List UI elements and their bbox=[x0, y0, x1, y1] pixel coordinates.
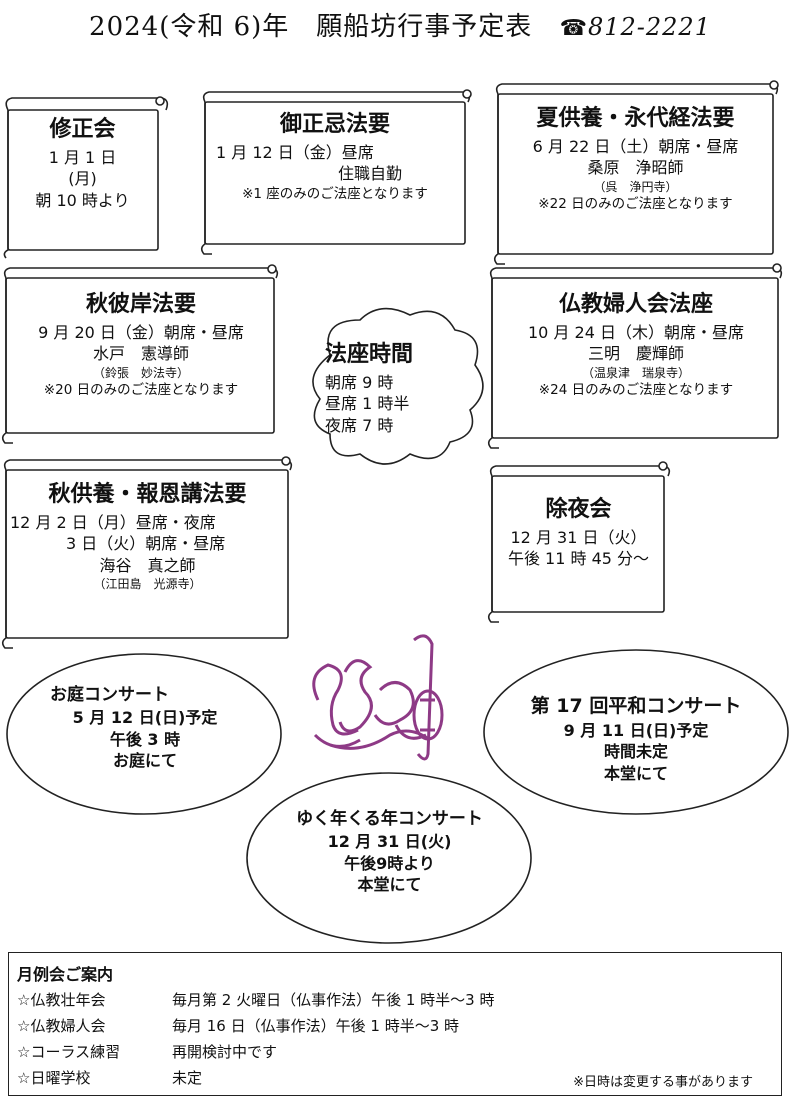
event-title: 夏供養・永代経法要 bbox=[536, 106, 735, 131]
scroll-frame-fujinkai bbox=[487, 263, 783, 449]
concert-time: 午後9時より bbox=[344, 853, 435, 873]
event-note: ※1 座のみのご法座となります bbox=[242, 185, 428, 202]
monthly-row: ☆日曜学校 未定 bbox=[17, 1067, 202, 1088]
event-temple: （江田島 光源寺） bbox=[93, 577, 202, 592]
event-temple: （温泉津 瑞泉寺） bbox=[581, 365, 690, 380]
monthly-row-detail: 再開検討中です bbox=[172, 1043, 278, 1061]
hoza-title: 法座時間 bbox=[325, 342, 414, 367]
phone-icon: ☎ bbox=[559, 16, 588, 41]
concert-place: お庭にて bbox=[112, 751, 177, 771]
event-goshoki: 御正忌法要 1 月 12 日（金）昼席 住職自勤 ※1 座のみのご法座となります bbox=[210, 110, 460, 203]
scroll-frame-goshoki bbox=[200, 89, 472, 255]
event-temple: （鈴張 妙法寺） bbox=[92, 365, 189, 380]
event-officiant: 住職自勤 bbox=[337, 164, 402, 184]
ellipse-yukutoshi bbox=[246, 772, 532, 944]
event-weekday: (月) bbox=[68, 169, 97, 189]
monthly-row-name: ☆コーラス練習 bbox=[17, 1043, 121, 1061]
monthly-title: 月例会ご案内 bbox=[17, 965, 114, 984]
monthly-row-detail: 毎月第 2 火曜日（仏事作法）午後 1 時半～3 時 bbox=[172, 991, 495, 1009]
monthly-note: ※日時は変更する事があります bbox=[573, 1075, 753, 1090]
event-date: 6 月 22 日（土）朝席・昼席 bbox=[532, 136, 739, 156]
concert-date: 12 月 31 日(火) bbox=[327, 831, 452, 851]
event-title: 御正忌法要 bbox=[279, 112, 390, 137]
event-title: 仏教婦人会法座 bbox=[558, 292, 713, 317]
monthly-row-name: ☆日曜学校 bbox=[17, 1069, 91, 1087]
concert-niwa: お庭コンサート 5 月 12 日(日)予定 午後 3 時 お庭にて bbox=[30, 684, 260, 772]
monthly-row-name: ☆仏教婦人会 bbox=[17, 1017, 106, 1035]
hoza-afternoon: 昼席 1 時半 bbox=[325, 394, 410, 414]
hoza-evening: 夜席 7 時 bbox=[325, 415, 394, 435]
concert-time: 午後 3 時 bbox=[109, 729, 181, 749]
event-date-2: 3 日（火）朝席・昼席 bbox=[66, 534, 226, 554]
event-hoon: 秋供養・報恩講法要 12 月 2 日（月）昼席・夜席 3 日（火）朝席・昼席 海… bbox=[10, 480, 285, 593]
concert-place: 本堂にて bbox=[603, 763, 668, 783]
scroll-frame-hoon bbox=[1, 456, 293, 649]
monthly-row: ☆コーラス練習 再開検討中です bbox=[17, 1041, 277, 1062]
event-date-1: 12 月 2 日（月）昼席・夜席 bbox=[10, 512, 216, 532]
event-note: ※20 日のみのご法座となります bbox=[43, 382, 239, 399]
ellipse-heiwa bbox=[483, 649, 789, 815]
cloud-shape bbox=[312, 307, 484, 465]
scroll-frame-natsu bbox=[493, 80, 779, 265]
event-shusho: 修正会 1 月 1 日 (月) 朝 10 時より bbox=[20, 115, 145, 211]
event-date: 10 月 24 日（木）朝席・昼席 bbox=[528, 322, 744, 342]
event-speaker: 水戸 憲導師 bbox=[92, 344, 189, 364]
monthly-row: ☆仏教婦人会 毎月 16 日（仏事作法）午後 1 時半～3 時 bbox=[17, 1015, 459, 1036]
event-time: 朝 10 時より bbox=[35, 190, 130, 210]
hoza-morning: 朝席 9 時 bbox=[325, 372, 394, 392]
scroll-frame-shusho bbox=[3, 96, 169, 259]
event-title: 除夜会 bbox=[545, 497, 612, 522]
event-date: 1 月 12 日（金）昼席 bbox=[216, 142, 374, 162]
concert-place: 本堂にて bbox=[357, 875, 422, 895]
event-date: 1 月 1 日 bbox=[48, 147, 117, 167]
hoza-times: 法座時間 朝席 9 時 昼席 1 時半 夜席 7 時 bbox=[325, 340, 445, 436]
monthly-row-detail: 毎月 16 日（仏事作法）午後 1 時半～3 時 bbox=[172, 1017, 460, 1035]
event-title: 秋彼岸法要 bbox=[85, 292, 196, 317]
music-logo-icon bbox=[312, 634, 444, 761]
monthly-meetings-box: 月例会ご案内 ☆仏教壮年会毎月第 2 火曜日（仏事作法）午後 1 時半～3 時 … bbox=[8, 952, 782, 1096]
event-speaker: 海谷 真之師 bbox=[99, 555, 196, 575]
event-natsu: 夏供養・永代経法要 6 月 22 日（土）朝席・昼席 桑原 浄昭師 （呉 浄円寺… bbox=[503, 104, 768, 213]
concert-title: お庭コンサート bbox=[50, 685, 169, 705]
concert-title: 第 17 回平和コンサート bbox=[530, 695, 742, 717]
title-text: 2024(令和 6)年 願船坊行事予定表 bbox=[89, 12, 533, 42]
concert-title: ゆく年くる年コンサート bbox=[296, 809, 483, 829]
event-time: 午後 11 時 45 分～ bbox=[507, 549, 650, 569]
event-date: 9 月 20 日（金）朝席・昼席 bbox=[38, 322, 244, 342]
event-date: 12 月 31 日（火） bbox=[510, 527, 647, 547]
event-speaker: 桑原 浄昭師 bbox=[587, 158, 684, 178]
event-joya: 除夜会 12 月 31 日（火） 午後 11 時 45 分～ bbox=[496, 495, 661, 570]
monthly-row-name: ☆仏教壮年会 bbox=[17, 991, 106, 1009]
concert-heiwa: 第 17 回平和コンサート 9 月 11 日(日)予定 時間未定 本堂にて bbox=[496, 694, 776, 784]
phone-number: 812-2221 bbox=[587, 13, 711, 41]
event-note: ※24 日のみのご法座となります bbox=[538, 382, 734, 399]
event-note: ※22 日のみのご法座となります bbox=[538, 196, 733, 213]
page-title: 2024(令和 6)年 願船坊行事予定表 ☎812-2221 bbox=[0, 6, 800, 43]
concert-yukutoshi: ゆく年くる年コンサート 12 月 31 日(火) 午後9時より 本堂にて bbox=[262, 808, 517, 896]
concert-date: 9 月 11 日(日)予定 bbox=[563, 720, 709, 740]
event-fujinkai: 仏教婦人会法座 10 月 24 日（木）朝席・昼席 三明 慶輝師 （温泉津 瑞泉… bbox=[497, 290, 775, 399]
monthly-row: ☆仏教壮年会 毎月第 2 火曜日（仏事作法）午後 1 時半～3 時 bbox=[17, 989, 494, 1010]
concert-date: 5 月 12 日(日)予定 bbox=[72, 707, 218, 727]
concert-time: 時間未定 bbox=[603, 742, 668, 762]
ellipse-niwa bbox=[6, 653, 282, 815]
scroll-frame-joya bbox=[487, 461, 671, 623]
event-speaker: 三明 慶輝師 bbox=[587, 344, 684, 364]
event-title: 修正会 bbox=[49, 117, 116, 142]
event-aki-higan: 秋彼岸法要 9 月 20 日（金）朝席・昼席 水戸 憲導師 （鈴張 妙法寺） ※… bbox=[10, 290, 272, 399]
event-temple: （呉 浄円寺） bbox=[593, 179, 678, 194]
event-title: 秋供養・報恩講法要 bbox=[48, 482, 247, 507]
scroll-frame-aki-higan bbox=[1, 264, 279, 444]
monthly-row-detail: 未定 bbox=[172, 1069, 203, 1087]
